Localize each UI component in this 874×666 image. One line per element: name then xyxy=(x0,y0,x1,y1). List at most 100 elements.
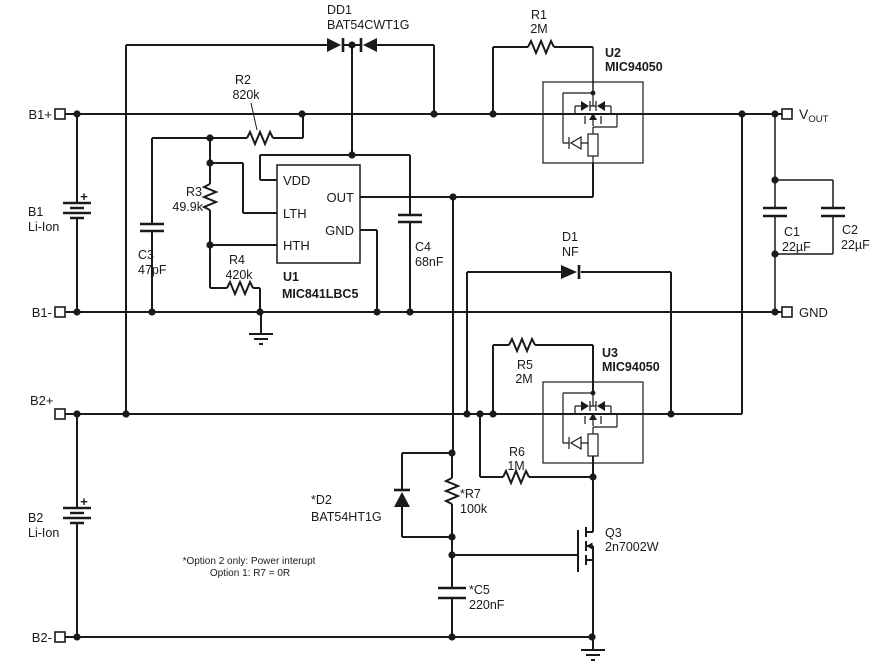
part-ref: *D2 xyxy=(311,493,332,507)
battery-chemistry: Li-Ion xyxy=(28,526,59,540)
junction-dot xyxy=(489,110,497,118)
wire-dd1-net xyxy=(125,44,435,414)
part-value: BAT54CWT1G xyxy=(327,18,409,32)
terminal-b1-minus: B1- xyxy=(32,305,66,320)
junction-dot xyxy=(449,193,457,201)
part-ref: R3 xyxy=(186,185,202,199)
part-ref: U1 xyxy=(283,270,299,284)
capacitor-plates-icon xyxy=(398,213,422,224)
part-value: 2M xyxy=(530,22,547,36)
junction-dot xyxy=(122,410,130,418)
wire-u1-out-gnd xyxy=(360,163,594,453)
capacitor-plates-icon xyxy=(140,222,164,233)
wire-r1-net xyxy=(492,46,593,114)
note-line-1: *Option 2 only: Power interupt xyxy=(183,556,316,567)
resistor-r4: R4 420k xyxy=(225,253,254,297)
terminal-square-icon xyxy=(781,306,793,318)
schematic-note: *Option 2 only: Power interupt Option 1:… xyxy=(183,556,316,579)
wire-divider-net xyxy=(151,114,304,312)
resistor-zigzag xyxy=(502,468,530,486)
capacitor-c4: C4 68nF xyxy=(398,213,444,269)
part-value: 220nF xyxy=(469,598,505,612)
capacitor-c3: C3 47pF xyxy=(138,222,167,277)
junction-dot xyxy=(348,41,356,49)
junction-dot xyxy=(448,551,456,559)
pin-label-out: OUT xyxy=(327,190,355,205)
wire-cap-bank xyxy=(774,114,834,312)
resistor-zigzag xyxy=(226,279,254,297)
junction-dot xyxy=(463,410,471,418)
capacitor-plates-icon xyxy=(821,206,845,218)
junction-dot xyxy=(448,449,456,457)
resistor-r3: R3 49.9k xyxy=(172,183,219,214)
part-ref: R6 xyxy=(509,445,525,459)
diode-icon xyxy=(327,38,341,52)
ic-u1: VDD OUT LTH GND HTH U1 MIC841LBC5 xyxy=(276,164,361,301)
diode-icon xyxy=(394,492,410,507)
junction-dot xyxy=(771,176,779,184)
part-ref: C1 xyxy=(784,225,800,239)
part-value: 2n7002W xyxy=(605,540,659,554)
resistor-zigzag xyxy=(443,477,461,505)
transistor-q3: Q3 2n7002W xyxy=(577,526,659,572)
load-switch-internals-icon xyxy=(562,90,618,163)
diode-icon xyxy=(561,265,577,279)
part-value: 100k xyxy=(460,502,488,516)
junction-dot xyxy=(298,110,306,118)
junction-dot xyxy=(448,533,456,541)
resistor-r5: R5 2M xyxy=(508,336,536,386)
part-ref: C2 xyxy=(842,223,858,237)
terminal-square-icon xyxy=(781,108,793,120)
pin-label-vdd: VDD xyxy=(283,173,310,188)
battery-chemistry: Li-Ion xyxy=(28,220,59,234)
junction-dot xyxy=(206,159,214,167)
battery-icon xyxy=(63,201,91,220)
junction-dot xyxy=(148,308,156,316)
diode-d1: D1 NF xyxy=(561,230,581,279)
terminal-gnd: GND xyxy=(781,305,828,320)
part-value: 22µF xyxy=(782,240,811,254)
part-value: 49.9k xyxy=(172,200,203,214)
part-ref: *C5 xyxy=(469,583,490,597)
part-value: 2M xyxy=(515,372,532,386)
wire-vdd-net xyxy=(259,154,411,312)
terminal-label: B2+ xyxy=(30,393,54,408)
part-value: 47pF xyxy=(138,263,167,277)
junction-dot xyxy=(771,250,779,258)
mosfet-arrow-icon xyxy=(586,542,593,550)
part-value: 1M xyxy=(507,459,524,473)
pin-label-hth: HTH xyxy=(283,238,310,253)
part-value: NF xyxy=(562,245,579,259)
junction-dot xyxy=(206,134,214,142)
part-ref: R1 xyxy=(531,8,547,22)
wire-d1-net xyxy=(466,271,672,414)
junction-dot xyxy=(448,633,456,641)
note-line-2: Option 1: R7 = 0R xyxy=(210,568,290,579)
resistor-zigzag xyxy=(527,38,555,56)
junction-dot xyxy=(206,241,214,249)
part-ref: DD1 xyxy=(327,3,352,17)
terminal-square-icon xyxy=(54,108,66,120)
battery-b2: + B2 Li-Ion xyxy=(28,414,91,637)
junction-dot xyxy=(589,473,597,481)
terminal-square-icon xyxy=(54,408,66,420)
part-ref: U3 xyxy=(602,346,618,360)
terminal-square-icon xyxy=(54,306,66,318)
battery-ref: B1 xyxy=(28,205,43,219)
resistor-r7: *R7 100k xyxy=(443,477,488,516)
ground-icon xyxy=(581,637,605,661)
capacitor-c5: *C5 220nF xyxy=(438,583,505,612)
junction-dots xyxy=(73,41,779,641)
junction-dot xyxy=(348,151,356,159)
ground-icon xyxy=(249,312,273,345)
load-switch-internals-icon xyxy=(562,390,618,463)
wire-r7-column xyxy=(401,452,578,637)
part-value: 22µF xyxy=(841,238,870,252)
junction-dot xyxy=(738,110,746,118)
junction-dot xyxy=(430,110,438,118)
junction-dot xyxy=(406,308,414,316)
capacitor-c1: C1 22µF xyxy=(763,206,811,254)
terminal-label: B1+ xyxy=(29,107,53,122)
